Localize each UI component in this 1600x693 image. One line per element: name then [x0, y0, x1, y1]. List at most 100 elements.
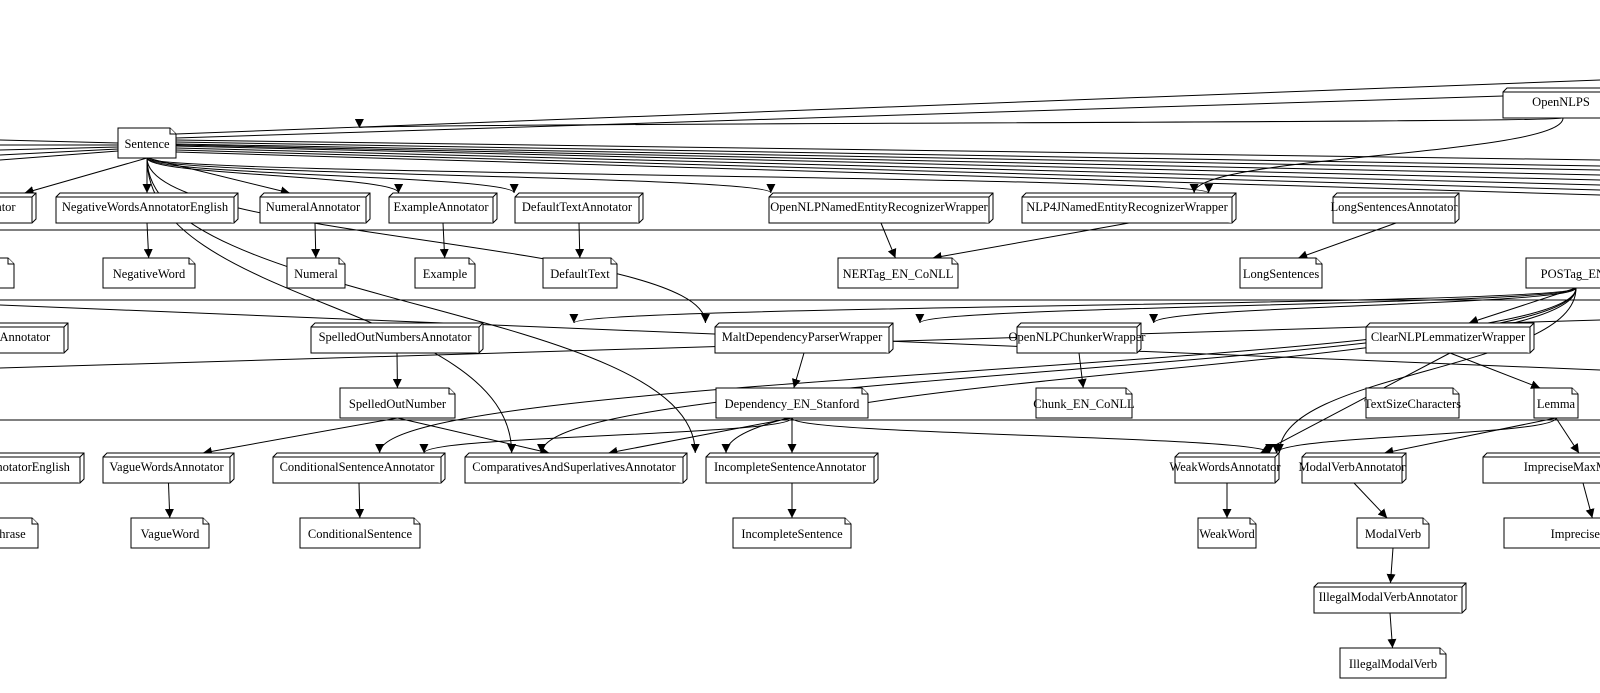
edge-modal-verb-annotator-to-modal-verb [1353, 482, 1388, 519]
node-label: Dependency_EN_Stanford [725, 397, 860, 411]
note-fold-corner [202, 518, 209, 525]
edge-pos-tag-en-to-weak-words-annotator [1274, 287, 1577, 454]
type-note-shape [837, 257, 959, 289]
edge-open-nlps-to-sentence [357, 117, 1564, 129]
note-fold-corner [338, 258, 345, 265]
edge-conditional-sentence-annotator-to-conditional-sentence [355, 482, 365, 519]
node-illegal-modal-verb: IllegalModalVerb [1339, 647, 1447, 679]
edge-offscreen [175, 149, 1600, 191]
node-spelled-out-numbers-annotator: SpelledOutNumbersAnnotator [310, 322, 484, 354]
node-imprecise-max-min: ImpreciseMaxMi [1503, 517, 1600, 549]
node-default-text: DefaultText [542, 257, 618, 289]
type-note-shape [1365, 387, 1460, 419]
edge-offscreen [175, 143, 1600, 171]
edge-sentence-to-default-text-annotator [146, 157, 519, 194]
component-box-edge [1302, 452, 1407, 483]
edge-clear-nlp-lemmatizer-wrapper-to-weak-words-annotator [1260, 352, 1451, 454]
node-label: Numeral [294, 267, 338, 281]
component-box-edge [1314, 582, 1467, 613]
note-fold-corner [1315, 258, 1322, 265]
note-fold-corner [448, 388, 455, 395]
node-numeral: Numeral [286, 257, 346, 289]
edge-sentence-to-otator-left [24, 157, 148, 195]
component-box-edge [273, 452, 446, 483]
note-fold-corner [1422, 518, 1429, 525]
node-open-nlp-chunker-wrapper: OpenNLPChunkerWrapper [1009, 322, 1146, 354]
node-default-text-annotator: DefaultTextAnnotator [514, 192, 644, 224]
node-imprecise-max-min-annotator: ImpreciseMaxMinAnn [1482, 452, 1600, 484]
node-label: IllegalModalVerbAnnotator [1319, 590, 1459, 604]
node-dependency-en-stanford: Dependency_EN_Stanford [715, 387, 869, 419]
node-label: ClearNLPLemmatizerWrapper [1371, 330, 1526, 344]
edge-pos-tag-en-to-malt-dependency-parser-wrapper [915, 287, 1577, 324]
node-label: OpenNLPS [1532, 95, 1590, 109]
node-weak-word: WeakWord [1197, 517, 1257, 549]
node-label: TextSizeCharacters [1364, 397, 1461, 411]
component-box-edge [706, 452, 879, 483]
node-label: Sentence [124, 137, 170, 151]
edge-offscreen [175, 147, 1600, 186]
node-e-annotator-left: eAnnotator [0, 322, 69, 354]
node-example-annotator: ExampleAnnotator [388, 192, 498, 224]
node-label: NumeralAnnotator [266, 200, 361, 214]
note-fold-corner [188, 258, 195, 265]
edge-offscreen [175, 151, 1600, 196]
node-conditional-sentence-annotator: ConditionalSentenceAnnotator [272, 452, 446, 484]
edge-dependency-en-stanford-to-conditional-sentence-annotator [419, 417, 793, 454]
component-box-edge [1333, 192, 1460, 223]
edge-offscreen [0, 150, 119, 161]
component-box-edge [1483, 456, 1600, 473]
node-numeral-annotator: NumeralAnnotator [259, 192, 371, 224]
node-nnotator-english-left: nnotatorEnglish [0, 452, 85, 484]
note-fold-corner [951, 258, 958, 265]
type-note-shape [1339, 647, 1447, 679]
edge-long-sentences-annotator-to-long-sentences [1298, 222, 1397, 260]
edge-nlp4-j-named-entity-recognizer-wrapper-to-ner-tag-en-co-nll [932, 222, 1130, 261]
edge-offscreen [175, 141, 1600, 167]
type-note-shape [1197, 517, 1257, 549]
edge-clear-nlp-lemmatizer-wrapper-to-lemma [1449, 352, 1541, 389]
component-box-edge [0, 322, 69, 353]
edge-lemma-to-modal-verb-annotator [1384, 417, 1557, 456]
node-vague-words-annotator: VagueWordsAnnotator [102, 452, 235, 484]
node-label: WeakWordsAnnotator [1169, 460, 1281, 474]
node-label: LongSentencesAnnotator [1330, 200, 1458, 214]
node-incomplete-sentence-annotator: IncompleteSentenceAnnotator [705, 452, 879, 484]
node-label: IncompleteSentence [741, 527, 843, 541]
node-example: Example [414, 257, 476, 289]
type-note-shape [542, 257, 618, 289]
component-box-edge [715, 322, 894, 353]
component-box-edge [0, 192, 37, 223]
node-label: ModalVerbAnnotator [1299, 460, 1407, 474]
note-fold-corner [610, 258, 617, 265]
node-conditional-sentence: ConditionalSentence [299, 517, 421, 549]
edge-pos-tag-en-to-vague-words-annotator [375, 287, 1577, 454]
component-box-edge [1022, 192, 1237, 223]
node-clear-nlp-lemmatizer-wrapper: ClearNLPLemmatizerWrapper [1365, 322, 1535, 354]
note-fold-corner [1125, 388, 1132, 395]
edge-sentence-to-example-annotator [146, 157, 403, 194]
edge-offscreen [0, 146, 119, 151]
node-pos-tag-en: POSTag_EN_ [1525, 257, 1600, 289]
node-label: MaltDependencyParserWrapper [722, 330, 883, 344]
edge-pos-tag-en-to-open-nlp-chunker-wrapper [1149, 287, 1577, 324]
node-weak-words-annotator: WeakWordsAnnotator [1169, 452, 1281, 484]
type-note-shape [286, 257, 346, 289]
node-spelled-out-number: SpelledOutNumber [339, 387, 456, 419]
note-fold-corner [861, 388, 868, 395]
note-fold-corner [844, 518, 851, 525]
edge-malt-dependency-parser-wrapper-to-dependency-en-stanford [791, 352, 805, 389]
type-note-shape [732, 517, 852, 549]
edge-pos-tag-en-to-comparatives-and-superlatives-annotator [721, 287, 1577, 454]
note-fold-corner [1249, 518, 1256, 525]
node-long-sentences-annotator: LongSentencesAnnotator [1330, 192, 1460, 224]
node-modal-verb-annotator: ModalVerbAnnotator [1299, 452, 1407, 484]
nodes-layer: OpenNLPSSentenceotatorNegativeWordsAnnot… [0, 87, 1600, 679]
component-box-edge [0, 452, 85, 483]
edge-imprecise-max-min-annotator-to-imprecise-max-min [1582, 482, 1595, 519]
node-label: NLP4JNamedEntityRecognizerWrapper [1026, 200, 1228, 214]
edge-lemma-to-imprecise-max-min-annotator [1555, 417, 1580, 454]
component-box-edge [1366, 322, 1535, 353]
edge-offscreen [0, 148, 119, 156]
